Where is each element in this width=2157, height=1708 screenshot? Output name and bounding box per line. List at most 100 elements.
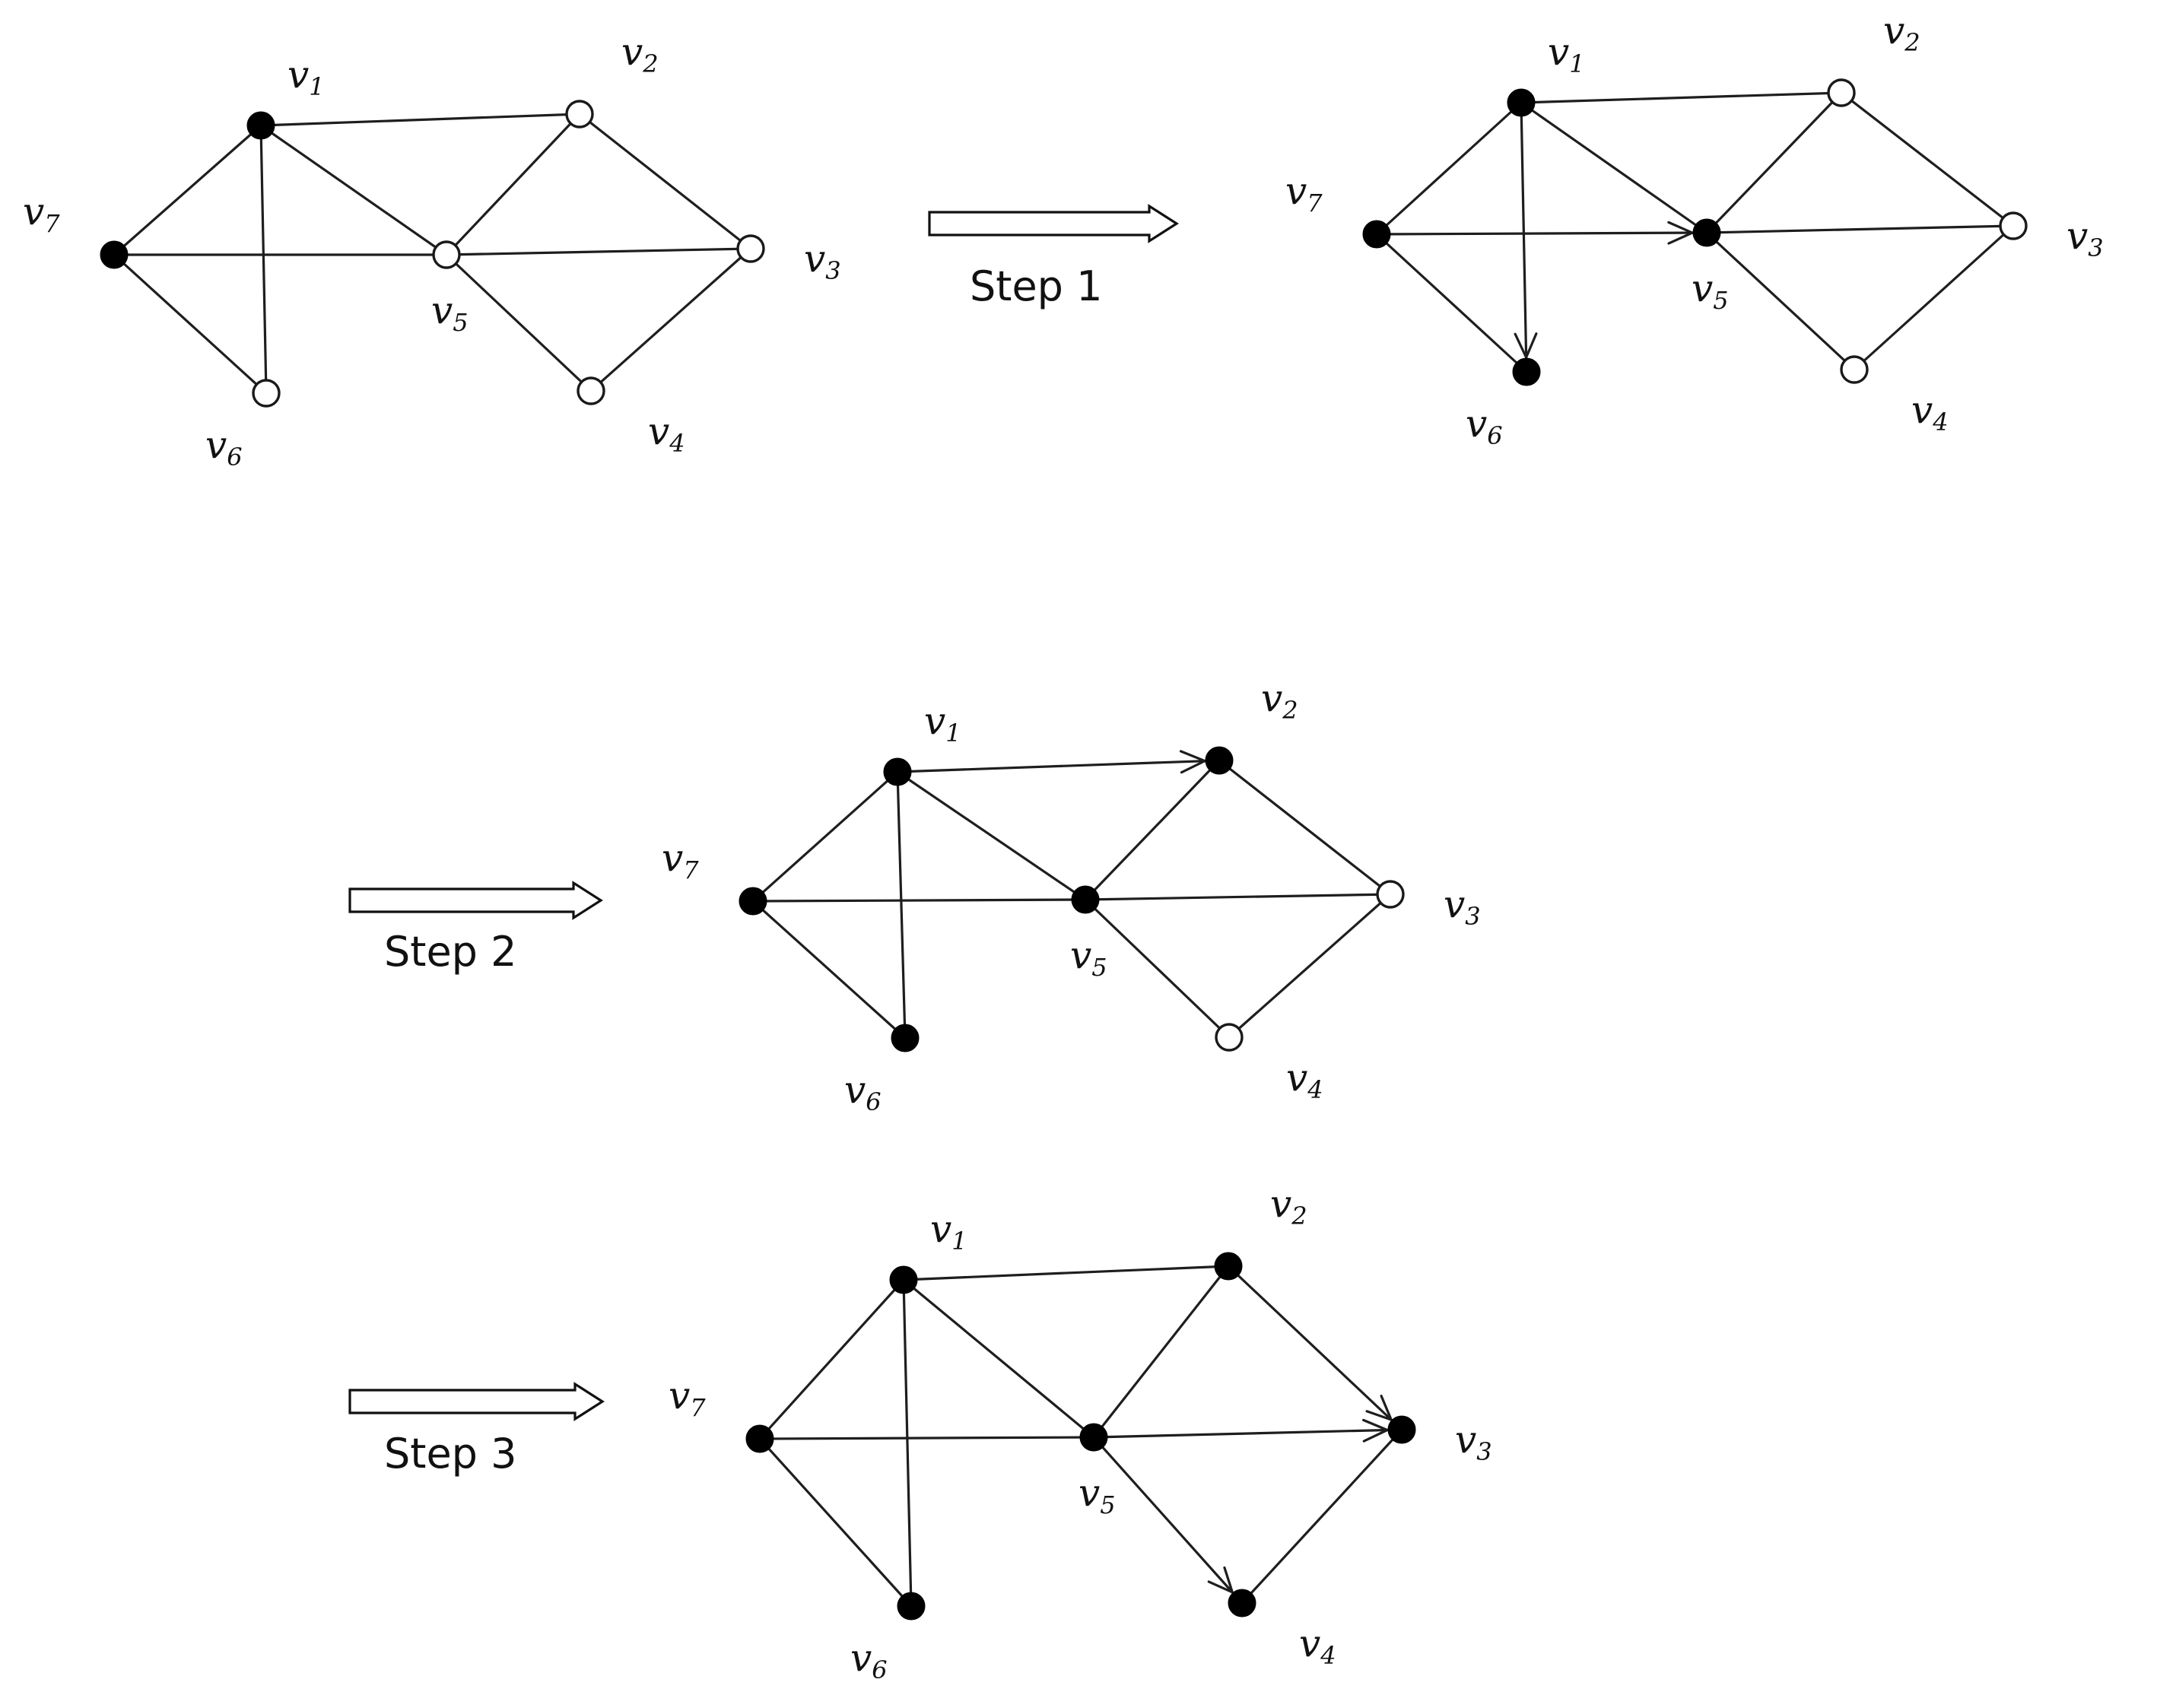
- vertex-label-subscript: 4: [1932, 408, 1948, 437]
- vertex-label-v5: v5: [1070, 933, 1107, 982]
- edge-v5-v3: [446, 247, 751, 256]
- vertex-label-base: v: [662, 836, 683, 880]
- edge-v5-v4: [1084, 898, 1231, 1039]
- vertex-v6-filled: [1512, 357, 1541, 386]
- vertex-label-subscript: 7: [44, 209, 60, 238]
- edge-v1-v2: [260, 113, 580, 127]
- vertex-label-subscript: 7: [690, 1393, 706, 1422]
- vertex-label-v2: v2: [1261, 676, 1298, 725]
- vertex-v2-open: [1827, 78, 1856, 107]
- vertex-label-subscript: 4: [669, 429, 685, 458]
- vertex-v1-filled: [1507, 88, 1536, 117]
- edge-v7-v6: [751, 900, 907, 1040]
- vertex-v1-filled: [889, 1265, 918, 1294]
- edge-v2-v3: [1218, 759, 1391, 896]
- edge-v7-v6: [1375, 233, 1528, 373]
- vertex-label-v4: v4: [1286, 1056, 1323, 1104]
- vertex-label-base: v: [1078, 1471, 1100, 1515]
- edge-v7-v5: [1376, 231, 1707, 236]
- vertex-label-base: v: [1455, 1418, 1476, 1462]
- vertex-label-v3: v3: [1444, 882, 1481, 931]
- edge-v1-v5: [1520, 101, 1707, 234]
- edge-v7-v5: [759, 1436, 1094, 1440]
- vertex-label-v5: v5: [1078, 1471, 1116, 1519]
- vertex-v4-filled: [1228, 1589, 1256, 1618]
- vertex-v3-open: [736, 234, 765, 263]
- edge-v1-v5: [902, 1278, 1095, 1439]
- vertex-label-base: v: [924, 699, 945, 743]
- vertex-label-base: v: [287, 52, 309, 97]
- step-label-step1: Step 1: [970, 262, 1102, 310]
- vertex-label-base: v: [669, 1373, 690, 1418]
- vertex-label-subscript: 1: [1569, 49, 1584, 78]
- vertex-label-v1: v1: [1548, 30, 1585, 78]
- vertex-label-subscript: 4: [1320, 1641, 1336, 1670]
- vertex-label-base: v: [648, 409, 669, 453]
- edge-v4-v3: [1853, 224, 2015, 371]
- vertex-label-subscript: 6: [866, 1087, 881, 1116]
- vertex-v7-filled: [739, 887, 767, 916]
- step-arrow-step1: [928, 204, 1179, 243]
- vertex-v2-open: [565, 100, 594, 129]
- edge-v2-v5: [445, 113, 581, 256]
- edge-v1-v5: [897, 770, 1086, 901]
- vertex-v6-filled: [891, 1024, 920, 1052]
- vertex-label-v7: v7: [669, 1373, 706, 1422]
- edge-v1-v7: [113, 124, 262, 256]
- edge-v2-v3: [1841, 91, 2014, 227]
- vertex-label-v4: v4: [1299, 1621, 1336, 1670]
- edge-v1-v2: [903, 1265, 1229, 1281]
- vertex-v3-open: [1376, 880, 1405, 909]
- vertex-label-base: v: [1070, 933, 1091, 977]
- edge-v5-v3: [1706, 224, 2014, 234]
- vertex-label-base: v: [1692, 266, 1713, 310]
- vertex-label-v1: v1: [287, 52, 325, 101]
- vertex-label-v2: v2: [621, 30, 659, 78]
- vertex-label-v3: v3: [804, 237, 841, 285]
- arrowhead-v1-v2: [1179, 750, 1208, 774]
- vertex-label-subscript: 2: [1291, 1202, 1307, 1230]
- vertex-label-subscript: 3: [825, 256, 840, 285]
- vertex-label-v4: v4: [1911, 388, 1949, 437]
- vertex-label-subscript: 5: [1091, 953, 1107, 982]
- vertex-label-v3: v3: [2066, 214, 2104, 262]
- vertex-label-subscript: 6: [1487, 421, 1502, 450]
- vertex-label-subscript: 6: [872, 1656, 887, 1684]
- vertex-label-base: v: [804, 237, 825, 281]
- edge-v2-v5: [1092, 1265, 1230, 1438]
- vertex-label-subscript: 3: [1465, 902, 1480, 931]
- vertex-label-subscript: 3: [2088, 233, 2103, 262]
- vertex-label-subscript: 5: [1713, 286, 1728, 315]
- edge-v2-v5: [1084, 759, 1221, 901]
- vertex-v4-open: [1215, 1023, 1244, 1052]
- vertex-label-base: v: [23, 189, 44, 233]
- vertex-label-base: v: [1299, 1621, 1320, 1665]
- vertex-label-v4: v4: [648, 409, 685, 458]
- step-arrow-step3: [348, 1382, 605, 1421]
- vertex-label-subscript: 4: [1307, 1075, 1323, 1104]
- vertex-label-subscript: 2: [642, 49, 658, 78]
- step-arrow-step2: [348, 881, 603, 920]
- vertex-label-base: v: [1466, 402, 1487, 446]
- edge-v5-v4: [1705, 231, 1856, 371]
- vertex-label-subscript: 1: [951, 1227, 967, 1256]
- edge-v4-v3: [1241, 1428, 1403, 1605]
- vertex-label-base: v: [850, 1636, 872, 1680]
- edge-v7-v6: [758, 1437, 913, 1608]
- edge-v4-v3: [1228, 893, 1392, 1039]
- vertex-v5-filled: [1692, 218, 1721, 247]
- panels-layer: v1v2v3v4v5v6v7v1v2v3v4v5v6v7v1v2v3v4v5v6…: [23, 8, 2104, 1684]
- vertex-label-base: v: [1285, 169, 1307, 213]
- vertex-label-base: v: [621, 30, 643, 74]
- vertex-label-v6: v6: [850, 1636, 888, 1684]
- vertex-label-subscript: 6: [227, 443, 242, 471]
- edge-v1-v7: [751, 770, 899, 903]
- vertex-label-v7: v7: [662, 836, 699, 884]
- edge-v7-v6: [113, 253, 268, 395]
- vertex-v5-open: [432, 240, 461, 269]
- vertex-label-v6: v6: [844, 1068, 882, 1116]
